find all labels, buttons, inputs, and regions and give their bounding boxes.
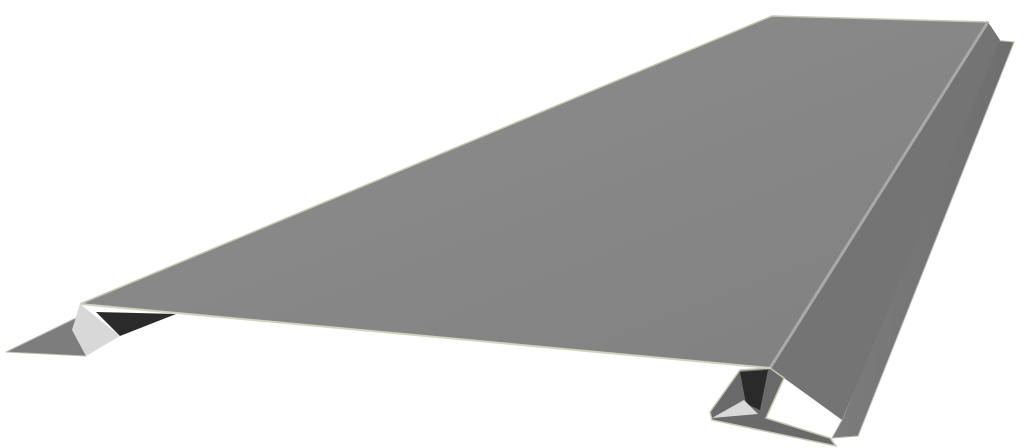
front-edge-highlight	[79, 303, 771, 369]
left-end-inner-face	[72, 304, 120, 356]
right-end-shadow	[740, 370, 768, 410]
right-end-front-edge	[709, 367, 838, 448]
right-end-inner-face	[712, 400, 758, 418]
left-end-shadow	[96, 312, 176, 336]
right-side-wall	[770, 22, 1000, 420]
right-fold-highlight	[768, 21, 990, 369]
